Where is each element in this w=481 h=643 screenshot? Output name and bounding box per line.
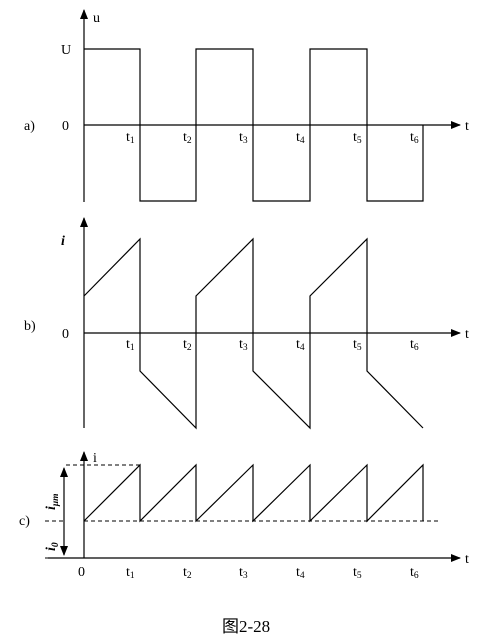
time-label-t2: t2 (183, 565, 192, 581)
panel-c-zero-label: 0 (78, 565, 85, 580)
time-label-t5: t5 (353, 337, 362, 353)
time-label-t6: t6 (410, 130, 419, 146)
time-label-t6: t6 (410, 565, 419, 581)
panel-c-y-label: i (93, 451, 97, 466)
magnetizing-sawtooth-wave (83, 463, 424, 523)
time-label-t3: t3 (239, 565, 248, 581)
time-label-t2: t2 (183, 130, 192, 146)
panel-b-current: i 0 b) t t1 t2 t3 t4 t5 t6 (24, 217, 469, 430)
panel-b-zero-label: 0 (62, 327, 69, 342)
panel-a-zero-label: 0 (62, 119, 69, 134)
panel-c-magnetizing-current: i 0 c) t iμm i0 t1 t2 t3 t4 t5 t6 (19, 451, 469, 581)
panel-b-y-label: i (61, 234, 65, 249)
panel-a-level-label: U (61, 43, 71, 58)
time-label-t4: t4 (296, 565, 305, 581)
i-um-label: iμm (44, 493, 61, 510)
panel-c-x-label: t (465, 552, 469, 567)
time-label-t5: t5 (353, 130, 362, 146)
i-0-label: i0 (44, 542, 61, 551)
time-label-t4: t4 (296, 337, 305, 353)
time-label-t1: t1 (126, 130, 135, 146)
panel-a-time-labels: t1 t2 t3 t4 t5 t6 (126, 130, 419, 146)
panel-c-time-labels: t1 t2 t3 t4 t5 t6 (126, 565, 419, 581)
panel-a-x-label: t (465, 119, 469, 134)
panel-b-x-label: t (465, 327, 469, 342)
current-sawtooth-wave (83, 237, 424, 430)
time-label-t1: t1 (126, 565, 135, 581)
time-label-t3: t3 (239, 130, 248, 146)
time-label-t4: t4 (296, 130, 305, 146)
time-label-t6: t6 (410, 337, 419, 353)
time-label-t1: t1 (126, 337, 135, 353)
panel-a-tag: a) (24, 119, 35, 134)
panel-c-tag: c) (19, 514, 30, 529)
voltage-square-wave (84, 48, 424, 202)
panel-b-time-labels: t1 t2 t3 t4 t5 t6 (126, 337, 419, 353)
figure-caption: 图2-28 (222, 617, 270, 636)
panel-a-voltage: u U 0 a) t t1 t2 t3 t4 t5 t6 (24, 9, 469, 202)
panel-a-y-label: u (93, 11, 100, 26)
time-label-t3: t3 (239, 337, 248, 353)
time-label-t2: t2 (183, 337, 192, 353)
time-label-t5: t5 (353, 565, 362, 581)
panel-b-tag: b) (24, 319, 36, 334)
